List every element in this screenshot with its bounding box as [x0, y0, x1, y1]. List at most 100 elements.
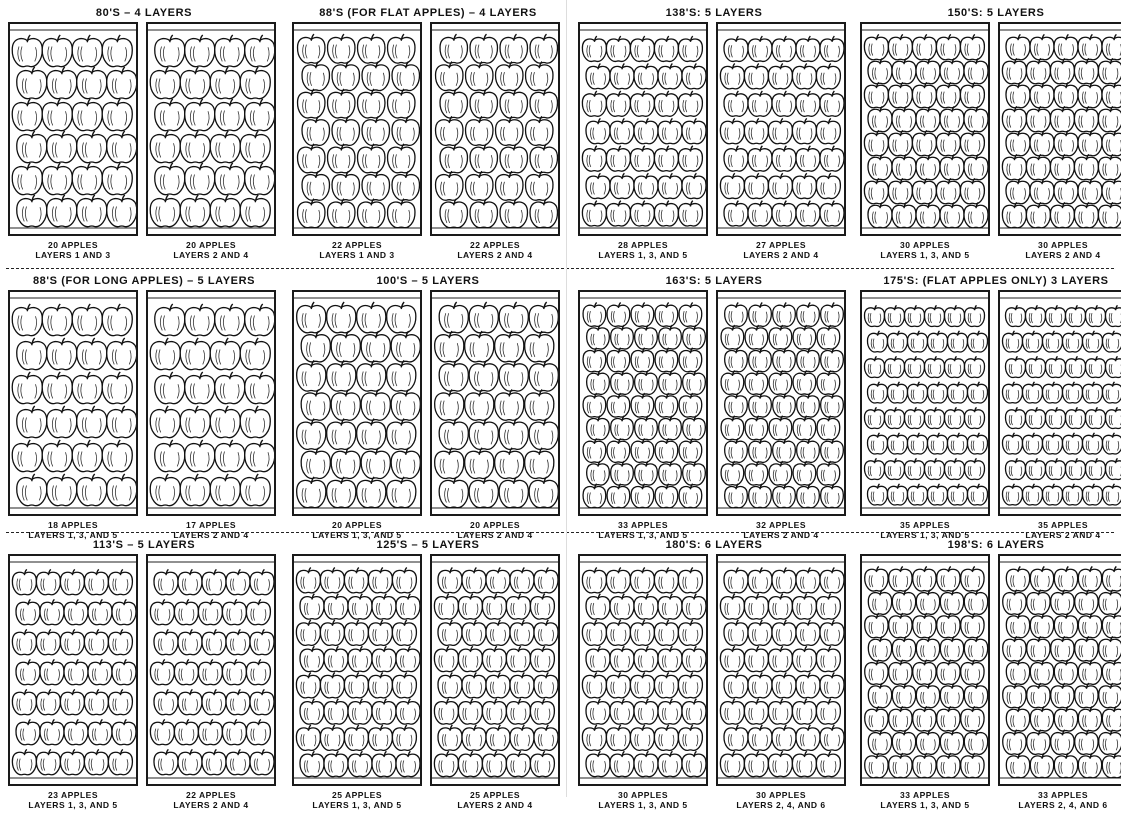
apple-icon [72, 372, 102, 404]
apple-icon [582, 201, 606, 226]
apple-icon [215, 372, 245, 404]
pack-title: 88'S (FOR FLAT APPLES) – 4 LAYERS [292, 4, 564, 22]
apple-icon [610, 751, 634, 776]
apple-icon [327, 360, 356, 391]
apple-icon [768, 699, 792, 724]
apple-icon [16, 719, 40, 744]
apple-icon [961, 613, 984, 638]
apple-icon [1098, 106, 1121, 131]
apple-icon [47, 406, 77, 438]
apple-icon [226, 569, 250, 594]
apple-icon [725, 302, 748, 326]
apple-icon [683, 461, 706, 485]
apple-icon [745, 325, 768, 349]
apple-icon [654, 91, 678, 116]
apple-icon [769, 370, 792, 394]
apple-icon [344, 725, 368, 750]
apple-icon [250, 749, 274, 774]
apple-icon [1102, 178, 1121, 203]
box-outline [146, 22, 276, 236]
apple-icon [296, 620, 320, 645]
apple-icon [634, 173, 658, 198]
apple-icon [72, 35, 102, 67]
apple-icon [630, 620, 654, 645]
apple-icon [1102, 484, 1121, 505]
layer-panel: 35 APPLESLAYERS 1, 3, AND 5 [860, 290, 990, 542]
apple-icon [867, 382, 887, 403]
apple-icon [150, 195, 180, 227]
apple-icon [530, 199, 557, 228]
apple-icon [1006, 613, 1029, 638]
apple-icon [500, 144, 527, 173]
apple-icon [634, 64, 658, 89]
apple-icon [916, 636, 939, 661]
apple-icon [439, 419, 468, 450]
apple-icon [154, 749, 178, 774]
apple-icon [634, 699, 658, 724]
apple-icon [587, 416, 610, 440]
layer-panel: 30 APPLESLAYERS 1, 3, AND 5 [578, 554, 708, 812]
apple-icon [1027, 683, 1050, 708]
apple-icon [77, 406, 107, 438]
apple-icon [1054, 82, 1078, 107]
apple-icon [586, 699, 610, 724]
apple-icon [107, 338, 136, 370]
apple-icon [1006, 566, 1029, 591]
apple-layer-drawing [862, 24, 988, 234]
apple-icon [245, 372, 274, 404]
apple-icon [884, 407, 904, 428]
apple-icon [17, 67, 47, 99]
apple-icon [1074, 154, 1098, 179]
apple-icon [967, 331, 987, 352]
apple-count: 30 APPLES [998, 240, 1121, 250]
apple-icon [749, 348, 772, 372]
apple-icon [744, 751, 768, 776]
apple-icon [510, 568, 534, 593]
apple-icon [298, 89, 325, 118]
apple-icon [865, 660, 888, 685]
apple-icon [525, 389, 554, 420]
apple-icon [721, 325, 744, 349]
apple-icon [302, 62, 329, 91]
apple-icon [36, 569, 60, 594]
apple-icon [630, 568, 654, 593]
apple-icon [1051, 636, 1074, 661]
apple-icon [682, 699, 706, 724]
layer-numbers: LAYERS 1, 3, AND 5 [8, 800, 138, 810]
apple-icon [583, 393, 606, 417]
apple-icon [816, 594, 840, 619]
apple-icon [361, 331, 390, 362]
apple-icon [1002, 202, 1026, 227]
apple-icon [245, 163, 274, 195]
apple-layer-drawing [432, 556, 558, 784]
apple-icon [1062, 382, 1082, 403]
apple-icon [1078, 34, 1102, 59]
apple-icon [720, 118, 744, 143]
apple-icon [210, 195, 240, 227]
apple-icon [1030, 566, 1053, 591]
apple-icon [582, 620, 606, 645]
apple-icon [328, 89, 355, 118]
apple-icon [1050, 154, 1074, 179]
apple-icon [1078, 753, 1101, 778]
box-outline [578, 554, 708, 786]
apple-icon [792, 751, 816, 776]
apple-icon [226, 689, 250, 714]
apple-icon [486, 725, 510, 750]
apple-icon [658, 699, 682, 724]
apple-icon [40, 599, 64, 624]
apple-icon [606, 725, 630, 750]
apple-icon [1005, 356, 1025, 377]
box-outline [292, 290, 422, 516]
apple-icon [960, 82, 984, 107]
apple-icon [606, 146, 630, 171]
apple-icon [889, 706, 912, 731]
apple-icon [1025, 305, 1045, 326]
apple-icon [387, 360, 416, 391]
apple-icon [745, 461, 768, 485]
apple-icon [907, 484, 927, 505]
pack-panel: 163'S: 5 LAYERS33 APPLESLAYERS 1, 3, AND… [578, 272, 850, 544]
